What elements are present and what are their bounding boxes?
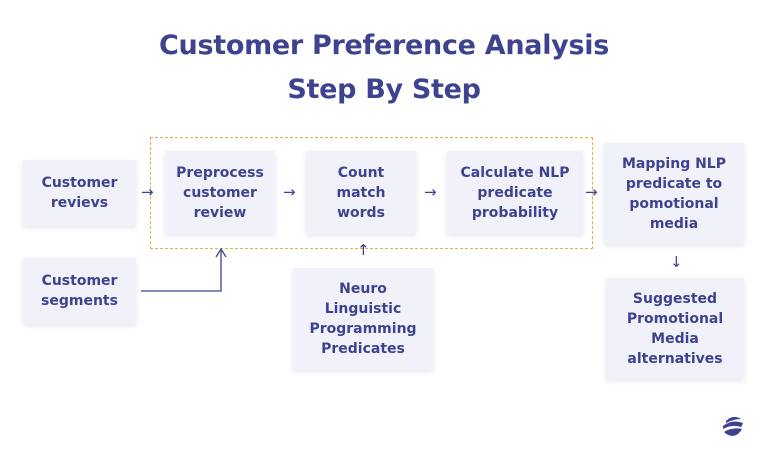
box-preprocess-customer-review: Preprocess customer review bbox=[165, 151, 275, 234]
box-neuro-linguistic-predicates: Neuro Linguistic Programming Predicates bbox=[293, 268, 433, 370]
box-mapping-nlp-predicate: Mapping NLP predicate to pomotional medi… bbox=[604, 143, 744, 244]
arrow-count-to-calculate: → bbox=[424, 183, 437, 201]
box-calculate-nlp-predicate: Calculate NLP predicate probability bbox=[447, 151, 583, 234]
stacked-sphere-logo-icon bbox=[723, 416, 743, 436]
diagram-title-line1: Customer Preference Analysis bbox=[159, 30, 609, 61]
arrow-predicates-to-count: ↑ bbox=[357, 241, 370, 259]
arrow-mapping-to-suggested: ↓ bbox=[670, 253, 683, 271]
box-count-match-words: Count match words bbox=[306, 151, 416, 234]
diagram-title-line2: Step By Step bbox=[287, 74, 481, 105]
arrow-calculate-to-mapping: → bbox=[585, 183, 598, 201]
box-customer-segments: Customer segments bbox=[23, 258, 136, 324]
arrow-preprocess-to-count: → bbox=[283, 183, 296, 201]
arrow-reviews-to-preprocess: → bbox=[141, 183, 154, 201]
box-suggested-promotional-media: Suggested Promotional Media alternatives bbox=[606, 278, 744, 379]
processing-group-border bbox=[150, 137, 593, 249]
box-customer-reviews: Customer revievs bbox=[23, 160, 136, 226]
